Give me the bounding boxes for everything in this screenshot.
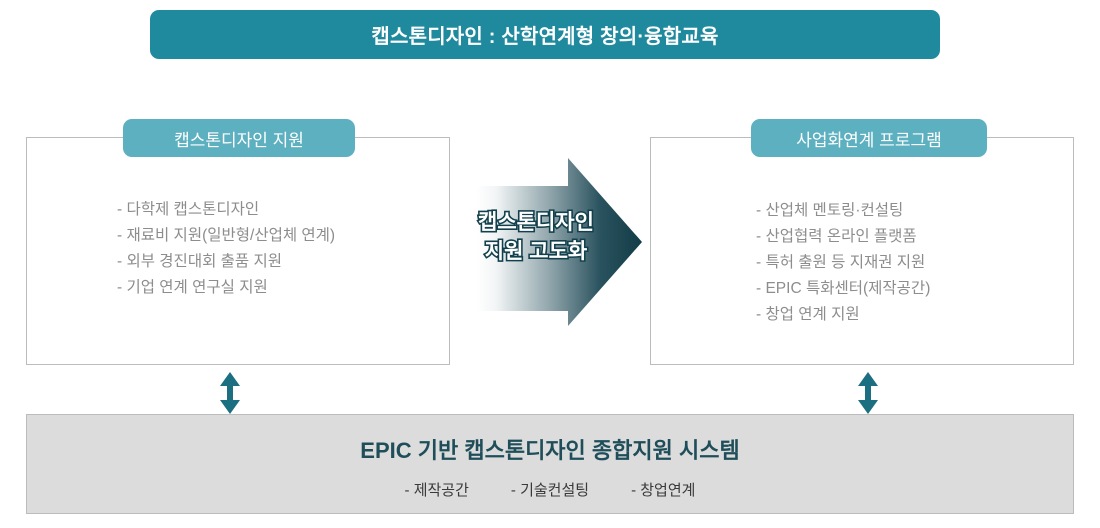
bottom-sub-item: - 창업연계 — [631, 481, 696, 499]
panel-right-list: - 산업체 멘토링·컨설팅 - 산업협력 온라인 플랫폼 - 특허 출원 등 지… — [756, 198, 930, 328]
title-banner-text: 캡스톤디자인 : 산학연계형 창의·융합교육 — [371, 26, 719, 48]
panel-left-list: - 다학제 캡스톤디자인 - 재료비 지원(일반형/산업체 연계) - 외부 경… — [117, 197, 335, 301]
panel-capstone-support: 캡스톤디자인 지원 - 다학제 캡스톤디자인 - 재료비 지원(일반형/산업체 … — [26, 119, 450, 365]
list-item: - 창업 연계 지원 — [756, 306, 860, 323]
bottom-sub-item: - 기술컨설팅 — [510, 481, 590, 499]
panel-commercialization-program: 사업화연계 프로그램 - 산업체 멘토링·컨설팅 - 산업협력 온라인 플랫폼 … — [650, 119, 1074, 365]
bottom-sub-item: - 제작공간 — [404, 481, 469, 499]
arrow-label: 캡스톤디자인 지원 고도화 — [476, 208, 596, 266]
list-item: - 재료비 지원(일반형/산업체 연계) — [117, 227, 336, 244]
panel-left-badge-label: 캡스톤디자인 지원 — [174, 130, 304, 150]
list-item: - EPIC 특화센터(제작공간) — [756, 280, 931, 297]
right-arrow-icon: 캡스톤디자인 지원 고도화 — [476, 156, 642, 328]
panel-right-badge: 사업화연계 프로그램 — [751, 119, 987, 157]
arrow-label-line2: 지원 고도화 — [483, 238, 589, 264]
title-banner: 캡스톤디자인 : 산학연계형 창의·융합교육 — [150, 10, 940, 59]
bottom-bar-sub-items: - 제작공간 - 기술컨설팅 - 창업연계 — [405, 479, 696, 500]
panel-left-badge: 캡스톤디자인 지원 — [123, 119, 355, 157]
list-item: - 산업협력 온라인 플랫폼 — [756, 228, 917, 245]
list-item: - 다학제 캡스톤디자인 — [117, 201, 260, 218]
list-item: - 산업체 멘토링·컨설팅 — [756, 202, 904, 219]
panel-right-badge-label: 사업화연계 프로그램 — [796, 130, 942, 150]
double-arrow-vertical-right-icon — [855, 372, 881, 414]
double-arrow-vertical-left-icon — [217, 372, 243, 414]
right-arrow-shape — [476, 158, 642, 326]
bottom-system-bar: EPIC 기반 캡스톤디자인 종합지원 시스템 - 제작공간 - 기술컨설팅 -… — [26, 414, 1074, 514]
bottom-bar-title: EPIC 기반 캡스톤디자인 종합지원 시스템 — [360, 437, 740, 463]
arrow-label-line1: 캡스톤디자인 — [476, 209, 595, 235]
list-item: - 기업 연계 연구실 지원 — [117, 279, 268, 296]
list-item: - 외부 경진대회 출품 지원 — [117, 253, 282, 270]
list-item: - 특허 출원 등 지재권 지원 — [756, 254, 926, 271]
